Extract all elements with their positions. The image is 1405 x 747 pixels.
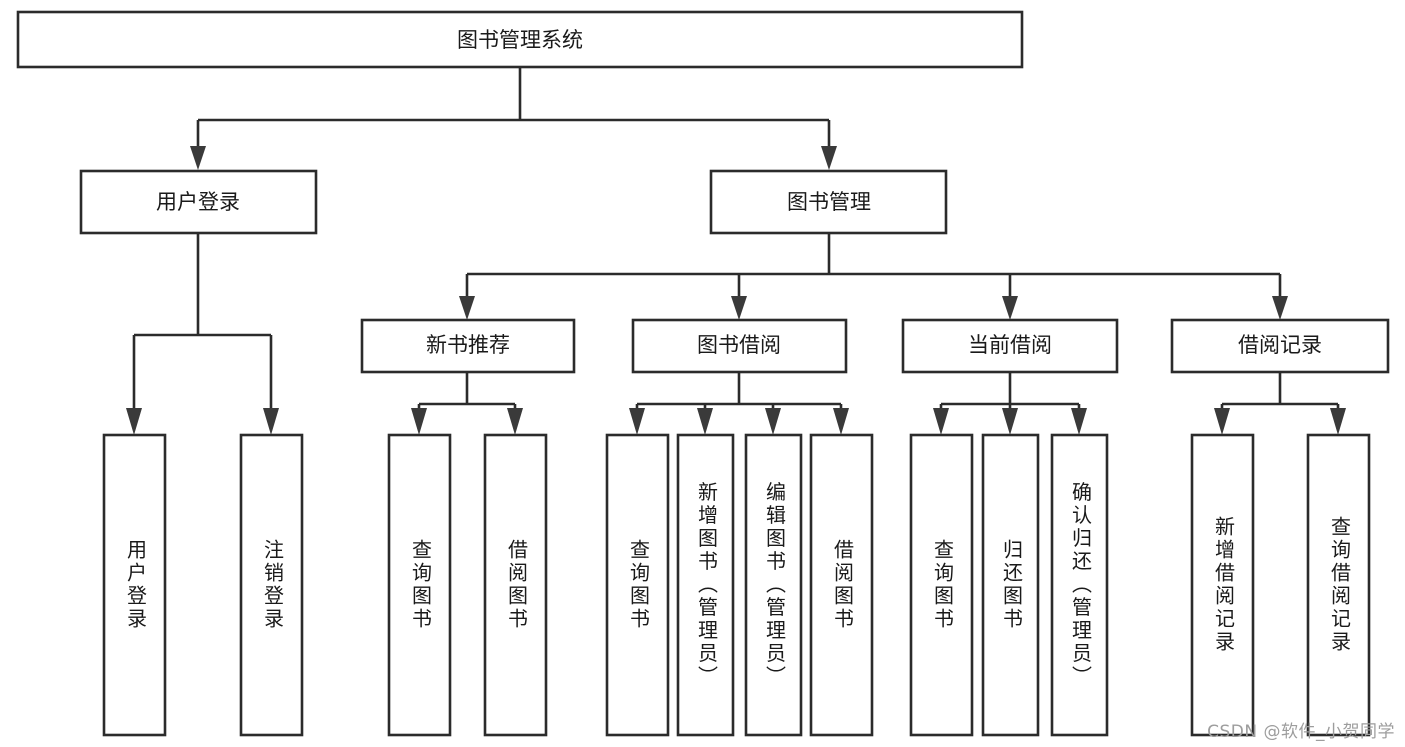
leaf-node-user-login[interactable]: 用户登录	[102, 433, 167, 737]
leaf-edit-book-box	[744, 433, 803, 737]
arrow-head-borrow-record	[1272, 296, 1288, 320]
leaf-node-query-book-borrow[interactable]: 查询图书	[605, 433, 670, 737]
arrow-head-return-book	[1002, 408, 1018, 435]
book-borrow-label: 图书借阅	[697, 333, 781, 357]
root-box	[16, 10, 1024, 69]
leaf-add-record-label: 新增借阅记录	[1212, 516, 1236, 654]
arrow-head-new-book-rec	[459, 296, 475, 320]
leaf-borrow-book-1-label: 借阅图书	[505, 539, 529, 631]
arrow-head-add-book	[697, 408, 713, 435]
node-book-management[interactable]: 图书管理	[709, 169, 948, 235]
leaf-return-book-box	[981, 433, 1040, 737]
leaf-query-record-box	[1306, 433, 1371, 737]
leaf-node-confirm-return[interactable]: 确认归还（管理员）	[1050, 433, 1109, 737]
leaf-node-borrow-book[interactable]: 借阅图书	[809, 433, 874, 737]
arrow-head-borrow-book-2	[833, 408, 849, 435]
arrow-head-leaf-user-login	[126, 408, 142, 435]
leaf-confirm-return-box	[1050, 433, 1109, 737]
leaf-query-book-2-label: 查询图书	[627, 539, 651, 631]
node-borrowing-record[interactable]: 借阅记录	[1170, 318, 1390, 374]
leaf-node-add-book[interactable]: 新增图书（管理员）	[676, 433, 735, 737]
node-user-login[interactable]: 用户登录	[79, 169, 318, 235]
arrow-head-query-book-2	[629, 408, 645, 435]
book-management-box	[709, 169, 948, 235]
leaf-add-book-label: 新增图书（管理员）	[695, 481, 719, 688]
leaf-borrow-book-2-box	[809, 433, 874, 737]
leaf-query-book-3-box	[909, 433, 974, 737]
leaf-user-login-label: 用户登录	[124, 539, 148, 631]
leaf-edit-book-label: 编辑图书（管理员）	[763, 481, 787, 688]
leaf-user-logout-label: 注销登录	[261, 539, 285, 631]
leaf-node-query-book-current[interactable]: 查询图书	[909, 433, 974, 737]
arrow-head-current-borrow	[1002, 296, 1018, 320]
leaf-node-query-borrow-record[interactable]: 查询借阅记录	[1306, 433, 1371, 737]
leaf-user-logout-box	[239, 433, 304, 737]
arrow-head-leaf-user-logout	[263, 408, 279, 435]
node-current-borrowing[interactable]: 当前借阅	[901, 318, 1119, 374]
leaf-borrow-book-1-box	[483, 433, 548, 737]
arrow-head-query-book-1	[411, 408, 427, 435]
leaf-node-query-book-rec[interactable]: 查询图书	[387, 433, 452, 737]
node-book-borrowing[interactable]: 图书借阅	[631, 318, 848, 374]
new-book-rec-label: 新书推荐	[426, 333, 510, 357]
current-borrow-box	[901, 318, 1119, 374]
arrow-head-query-book-3	[933, 408, 949, 435]
arrow-head-user-login	[190, 146, 206, 170]
new-book-rec-box	[360, 318, 576, 374]
arrow-head-book-manage	[821, 146, 837, 170]
root-label: 图书管理系统	[457, 28, 583, 52]
arrow-head-borrow-book-1	[507, 408, 523, 435]
leaf-node-borrow-book-rec[interactable]: 借阅图书	[483, 433, 548, 737]
node-new-book-recommendation[interactable]: 新书推荐	[360, 318, 576, 374]
leaf-query-record-label: 查询借阅记录	[1328, 516, 1352, 654]
leaf-user-login-box	[102, 433, 167, 737]
node-root-book-management-system[interactable]: 图书管理系统	[16, 10, 1024, 69]
arrow-head-book-borrow	[731, 296, 747, 320]
leaf-query-book-2-box	[605, 433, 670, 737]
arrow-head-confirm-return	[1071, 408, 1087, 435]
book-management-label: 图书管理	[787, 190, 871, 214]
leaf-node-return-book[interactable]: 归还图书	[981, 433, 1040, 737]
borrow-record-box	[1170, 318, 1390, 374]
leaf-query-book-1-box	[387, 433, 452, 737]
leaf-add-book-box	[676, 433, 735, 737]
leaf-return-book-label: 归还图书	[1000, 539, 1024, 631]
connector-layer	[126, 67, 1346, 435]
leaf-node-add-borrow-record[interactable]: 新增借阅记录	[1190, 433, 1255, 737]
leaf-node-edit-book[interactable]: 编辑图书（管理员）	[744, 433, 803, 737]
leaf-query-book-3-label: 查询图书	[931, 539, 955, 631]
arrow-head-edit-book	[765, 408, 781, 435]
arrow-head-add-record	[1214, 408, 1230, 435]
user-login-box	[79, 169, 318, 235]
user-login-label: 用户登录	[156, 190, 240, 214]
borrow-record-label: 借阅记录	[1238, 333, 1322, 357]
book-borrow-box	[631, 318, 848, 374]
leaf-borrow-book-2-label: 借阅图书	[831, 539, 855, 631]
leaf-query-book-1-label: 查询图书	[409, 539, 433, 631]
leaf-node-user-logout[interactable]: 注销登录	[239, 433, 304, 737]
arrow-head-query-record	[1330, 408, 1346, 435]
leaf-confirm-return-label: 确认归还（管理员）	[1069, 481, 1093, 688]
leaf-add-record-box	[1190, 433, 1255, 737]
current-borrow-label: 当前借阅	[968, 333, 1052, 357]
